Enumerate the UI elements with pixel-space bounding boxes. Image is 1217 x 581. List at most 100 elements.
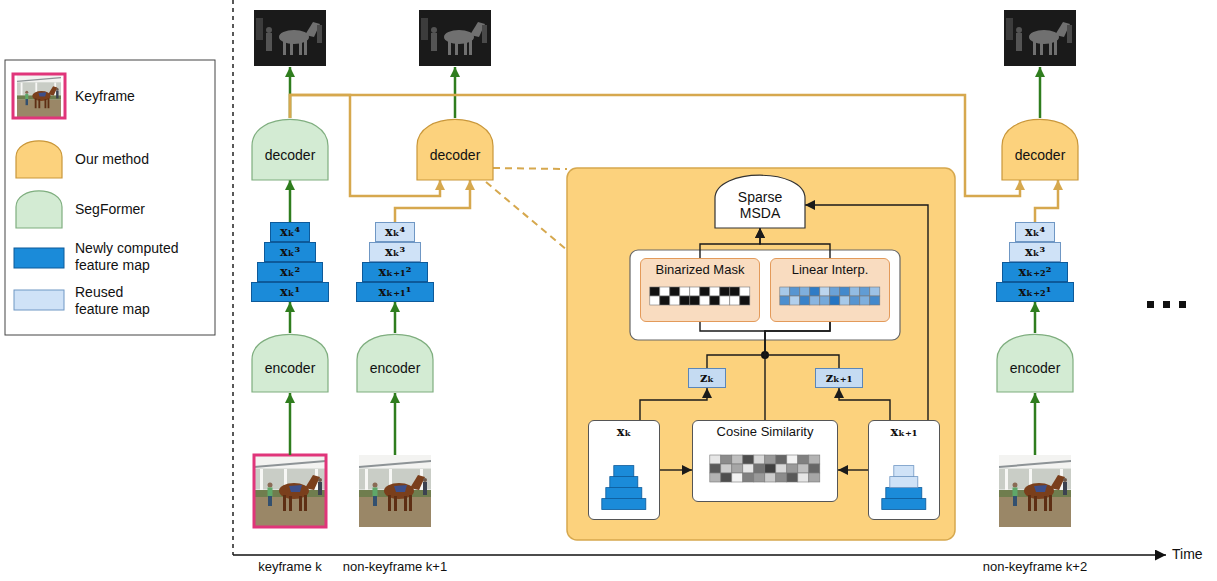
grid-cell <box>830 287 840 296</box>
pyramid-level <box>890 477 918 488</box>
grid-cell <box>721 464 732 473</box>
time-step-label: keyframe k <box>258 560 322 575</box>
connector <box>395 180 470 222</box>
zoom-line <box>486 182 567 250</box>
grid-cell <box>790 287 800 296</box>
grid-cell <box>800 296 810 305</box>
grid-cell <box>809 455 820 464</box>
grid-cell <box>765 473 776 482</box>
grid-cell <box>730 296 740 305</box>
connector <box>290 95 1020 196</box>
connector <box>838 469 868 470</box>
time-axis <box>233 554 1166 556</box>
grid-cell <box>743 464 754 473</box>
grid-cell <box>850 287 860 296</box>
grid-cell <box>720 296 730 305</box>
feature-vector: zₖ₊₁ <box>815 368 863 388</box>
pyramid-level <box>894 466 914 477</box>
node-label: zₖ <box>700 371 714 386</box>
flow-arrow <box>1034 393 1037 455</box>
grid-cell <box>700 287 710 296</box>
time-step-label: non-keyframe k+2 <box>983 560 1087 575</box>
pyramid-level <box>606 488 642 499</box>
attention-block: Sparse MSDA <box>715 174 805 228</box>
time-step-label: non-keyframe k+1 <box>343 560 447 575</box>
separator-line <box>232 0 234 555</box>
grid-cell <box>765 455 776 464</box>
grid-cell <box>765 464 776 473</box>
connector <box>700 228 760 258</box>
dome-shape <box>417 119 493 180</box>
node-label: encoder <box>370 360 421 376</box>
grid-cell <box>776 473 787 482</box>
grid-cell <box>743 455 754 464</box>
decoder-block: decoder <box>252 118 328 180</box>
grid-cell <box>690 296 700 305</box>
grid-cell <box>754 464 765 473</box>
grid-cell <box>670 287 680 296</box>
ellipsis-dot <box>1179 301 1186 308</box>
grid-cell <box>710 296 720 305</box>
node-label: xₖ₊₂¹ <box>1019 285 1052 300</box>
feature-map: xₖ³ <box>264 242 316 262</box>
segmentation-output <box>1004 10 1076 66</box>
grid-cell <box>670 296 680 305</box>
grid-cell <box>730 287 740 296</box>
grid-cell <box>743 473 754 482</box>
input-frame <box>254 455 326 527</box>
grid-cell <box>810 296 820 305</box>
grid-cell <box>660 287 670 296</box>
grid-cell <box>721 473 732 482</box>
mask-group <box>630 250 900 340</box>
node-label: xₖ³ <box>280 245 300 260</box>
dome-shape <box>715 175 805 228</box>
grid-cell <box>787 473 798 482</box>
grid-cell <box>809 473 820 482</box>
grid-cell <box>680 287 690 296</box>
feature-pyramid-box: xₖ <box>588 420 660 520</box>
flow-arrow <box>454 67 457 118</box>
node-label: decoder <box>265 147 316 163</box>
encoder-block: encoder <box>252 333 328 392</box>
grid-cell <box>798 473 809 482</box>
legend-swatch <box>14 290 64 310</box>
grid-cell <box>809 464 820 473</box>
node-label: xₖ³ <box>385 245 405 260</box>
connector <box>760 228 830 258</box>
node-label: encoder <box>1010 360 1061 376</box>
connector <box>394 302 397 333</box>
node-label: xₖ² <box>280 265 300 280</box>
node-label: Binarized Mask <box>656 263 745 278</box>
interp-box: Linear Interp. <box>770 258 890 322</box>
grid-cell <box>776 464 787 473</box>
legend-label: Our method <box>75 151 205 168</box>
legend-frame <box>5 60 215 335</box>
dome-shape <box>252 119 328 180</box>
legend-swatch <box>16 141 62 178</box>
feature-map: xₖ² <box>257 262 323 282</box>
feature-map: xₖ⁴ <box>270 222 310 242</box>
keyframe-border <box>254 455 326 527</box>
node-label: xₖ <box>617 425 632 440</box>
connector <box>289 302 292 333</box>
feature-map: xₖ₊₂² <box>1002 262 1068 282</box>
grid-cell <box>776 455 787 464</box>
grid-cell <box>820 287 830 296</box>
connector <box>707 322 830 368</box>
grid-cell <box>650 296 660 305</box>
mask-box: Binarized Mask <box>640 258 760 322</box>
grid-cell <box>820 296 830 305</box>
connector <box>839 388 890 420</box>
feature-map: xₖ¹ <box>251 282 329 302</box>
node-label: xₖ⁴ <box>280 225 300 240</box>
grid-cell <box>732 455 743 464</box>
feature-map: xₖ₊₁² <box>362 262 428 282</box>
grid-cell <box>690 287 700 296</box>
node-label: xₖ⁴ <box>385 225 405 240</box>
grid-cell <box>721 455 732 464</box>
ellipsis-dot <box>1163 301 1170 308</box>
legend-label: Newly computed feature map <box>75 240 205 274</box>
grid-cell <box>700 296 710 305</box>
connector <box>660 469 692 470</box>
